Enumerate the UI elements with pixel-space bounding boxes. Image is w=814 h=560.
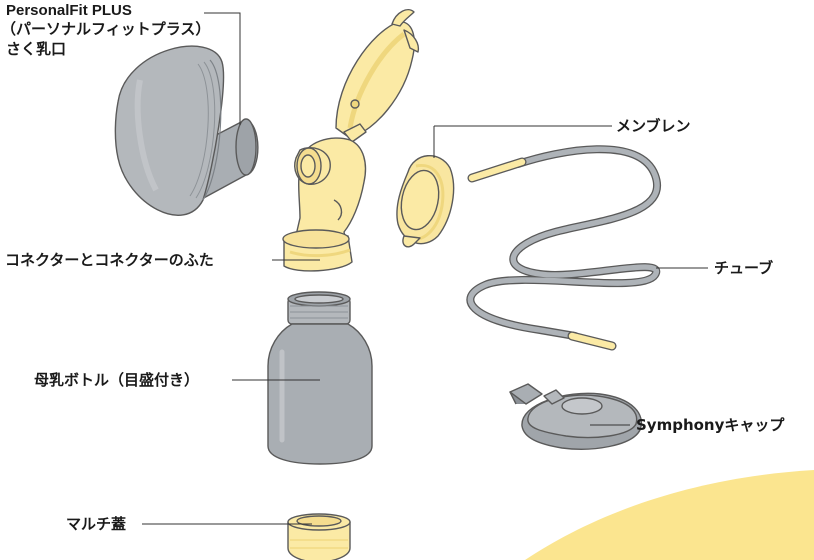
leader-line-flange xyxy=(204,12,241,125)
leader-line-membrane xyxy=(433,125,612,158)
label-flange-reading: （パーソナルフィットプラス） xyxy=(1,20,211,38)
label-flange-type: さく乳口 xyxy=(6,40,67,58)
connector-part xyxy=(282,8,420,272)
label-membrane: メンブレン xyxy=(616,117,691,135)
label-multi-lid: マルチ蓋 xyxy=(66,515,127,533)
label-symphony-cap: Symphonyキャップ xyxy=(636,416,785,434)
flange-part xyxy=(114,45,259,216)
label-flange-name: PersonalFit PLUS xyxy=(6,2,132,19)
symphony-cap-part xyxy=(509,383,642,450)
label-tubing: チューブ xyxy=(714,259,774,277)
label-connector: コネクターとコネクターのふた xyxy=(5,251,214,269)
tubing-part xyxy=(466,145,661,351)
leader-lines xyxy=(142,12,708,525)
multi-lid-part xyxy=(287,513,351,560)
membrane-part xyxy=(396,154,455,248)
background-blob xyxy=(525,470,814,560)
bottle-part xyxy=(267,291,373,465)
label-bottle: 母乳ボトル（目盛付き） xyxy=(34,371,200,389)
